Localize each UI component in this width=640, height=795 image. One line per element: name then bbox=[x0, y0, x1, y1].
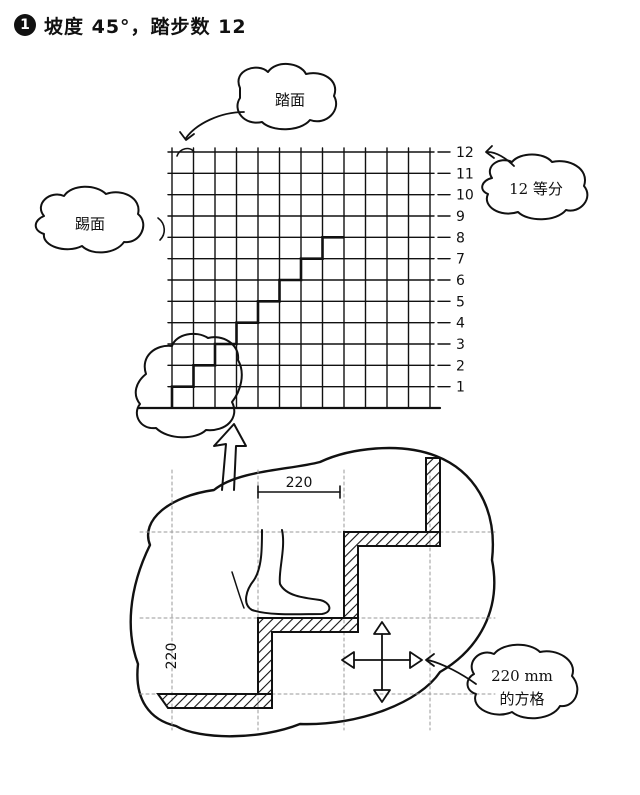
divisions-pointer bbox=[487, 151, 515, 167]
grid-tick-label: 7 bbox=[456, 252, 465, 268]
riser-label: 踢面 bbox=[75, 215, 105, 233]
grid-size-label-line1: 220 mm bbox=[491, 667, 553, 685]
grid-tick-label: 2 bbox=[456, 358, 465, 374]
tread-cloud bbox=[236, 63, 337, 131]
grid-size-cloud bbox=[466, 643, 579, 720]
riser-cloud bbox=[34, 185, 145, 254]
grid-tick-label: 11 bbox=[456, 166, 474, 182]
lower-step-hatch bbox=[257, 617, 359, 695]
middle-step-hatch bbox=[343, 531, 441, 619]
grid-tick-label: 10 bbox=[456, 188, 474, 204]
upper-wall-hatch bbox=[425, 457, 441, 533]
grid-tick-label: 6 bbox=[456, 273, 465, 289]
dim-horizontal-label: 220 bbox=[286, 475, 313, 491]
grid-tick-label: 3 bbox=[456, 337, 465, 353]
grid-stair-profile bbox=[170, 236, 344, 408]
vertical-double-arrow bbox=[373, 621, 391, 703]
divisions-arrow-head bbox=[485, 145, 495, 159]
dim-vertical-label: 220 bbox=[164, 643, 180, 670]
riser-callout: 踢面 bbox=[34, 185, 145, 254]
magnifier-bubble-small bbox=[134, 332, 243, 439]
horizontal-double-arrow bbox=[341, 651, 423, 669]
grid-tick-label: 12 bbox=[456, 145, 474, 161]
divisions-cloud bbox=[481, 153, 589, 221]
grid-tick-label: 8 bbox=[456, 230, 465, 246]
grid-size-pointer bbox=[427, 659, 477, 685]
grid-tick-label: 4 bbox=[456, 316, 465, 332]
grid-size-callout: 220 mm 的方格 bbox=[425, 643, 579, 720]
grid-tick-label: 9 bbox=[456, 209, 465, 225]
grid-size-label-line2: 的方格 bbox=[499, 690, 544, 708]
grid-size-arrow-head bbox=[425, 653, 435, 667]
grid-tick-label: 5 bbox=[456, 294, 465, 310]
grid-stair-line bbox=[170, 236, 344, 408]
tread-label: 踏面 bbox=[275, 91, 305, 109]
title-text: 坡度 45°，踏步数 12 bbox=[44, 15, 247, 38]
title-number-badge: 1 bbox=[14, 14, 36, 36]
floor-hatch bbox=[156, 693, 273, 709]
tread-callout: 踏面 bbox=[179, 63, 337, 141]
detail-bubble-outline bbox=[129, 446, 496, 738]
foot-illustration bbox=[245, 529, 331, 616]
tread-pointer bbox=[185, 111, 245, 139]
tread-marker bbox=[176, 147, 195, 157]
tread-arrow-head bbox=[179, 131, 195, 141]
zoom-arrow bbox=[213, 423, 247, 491]
riser-marker bbox=[157, 217, 166, 241]
page-title: 1 坡度 45°，踏步数 12 bbox=[14, 10, 247, 40]
grid-tick-label: 1 bbox=[456, 380, 465, 396]
divisions-label: 12 等分 bbox=[509, 180, 563, 198]
divisions-callout: 12 等分 bbox=[481, 145, 589, 221]
detail-bubble: 220 220 bbox=[129, 446, 496, 738]
